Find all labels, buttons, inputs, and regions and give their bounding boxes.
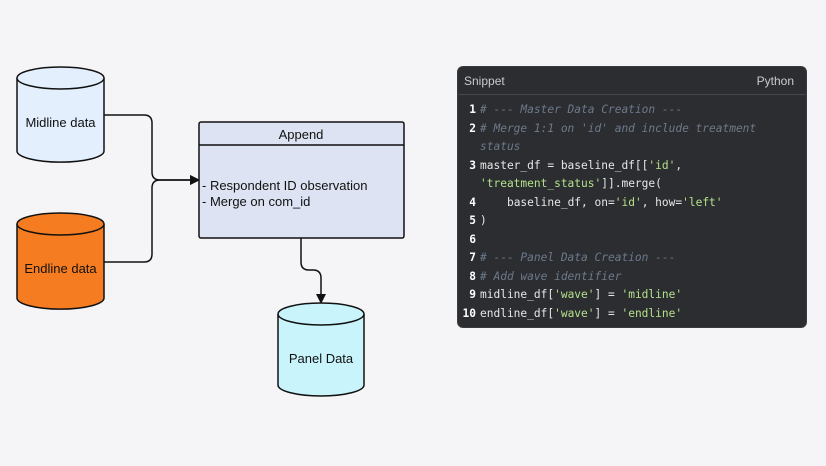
line-number: 5	[469, 214, 476, 227]
line-number: 7	[469, 251, 476, 264]
code-string: 'wave'	[554, 306, 595, 320]
code-comment: # Add wave identifier	[480, 269, 622, 283]
line-source: # --- Master Data Creation ---	[480, 101, 806, 120]
line-source: # Merge 1:1 on 'id' and include treatmen…	[480, 120, 806, 157]
line-source	[480, 231, 806, 250]
append-line-2: - Merge on com_id	[202, 194, 310, 209]
code-line: 7 # --- Panel Data Creation ---	[458, 249, 806, 268]
line-number: 6	[469, 232, 476, 246]
code-comment: # --- Master Data Creation ---	[480, 103, 683, 116]
code-line: 3 master_df = baseline_df[['id', 'treatme…	[458, 157, 806, 194]
code-text: ] =	[594, 306, 622, 320]
line-source: # --- Panel Data Creation ---	[480, 249, 806, 268]
edge-append-to-panel	[300, 238, 326, 304]
append-line-1: - Respondent ID observation	[202, 178, 367, 193]
code-line: 8 # Add wave identifier	[458, 268, 806, 287]
code-line: 1 # --- Master Data Creation ---	[458, 101, 806, 120]
code-text: master_df = baseline_df[[	[480, 158, 649, 172]
line-source: midline_df['wave'] = 'midline'	[480, 286, 806, 305]
line-number: 1	[469, 103, 476, 116]
panel-data-label: Panel Data	[289, 351, 354, 366]
endline-data-node[interactable]: Endline data	[16, 212, 105, 310]
code-string: 'endline'	[621, 306, 683, 320]
code-text: endline_df[	[480, 306, 555, 320]
line-source: )	[480, 212, 806, 231]
code-snippet-panel: Snippet Python 1 # --- Master Data Creati…	[457, 66, 807, 328]
line-number: 9	[469, 288, 476, 301]
midline-data-label: Midline data	[25, 115, 96, 130]
code-string: 'id'	[614, 195, 642, 209]
snippet-language: Python	[756, 73, 794, 88]
code-string: 'midline'	[621, 288, 683, 301]
code-text: midline_df[	[480, 288, 555, 301]
code-text: ]].merge(	[601, 177, 662, 190]
snippet-title: Snippet	[464, 73, 505, 88]
panel-data-node[interactable]: Panel Data	[277, 302, 365, 397]
code-line: 2 # Merge 1:1 on 'id' and include treatme…	[458, 120, 806, 157]
append-box	[198, 121, 405, 239]
code-block[interactable]: 1 # --- Master Data Creation --- 2 # Merge …	[458, 95, 806, 323]
line-number: 3	[469, 158, 476, 172]
code-string: 'treatment_status'	[480, 177, 602, 190]
code-text: ,	[675, 158, 689, 172]
code-comment: # --- Panel Data Creation ---	[480, 251, 676, 264]
endline-data-label: Endline data	[24, 261, 97, 276]
code-text: baseline_df, on=	[480, 195, 615, 209]
code-comment: # Merge 1:1 on 'id' and include treatmen…	[480, 121, 763, 154]
line-source: # Add wave identifier	[480, 268, 806, 287]
line-number: 4	[469, 195, 476, 209]
code-text: ] =	[594, 288, 622, 301]
line-number: 2	[469, 121, 476, 135]
code-string: 'left'	[682, 195, 723, 209]
edge-midline-to-append	[104, 114, 200, 185]
snippet-header: Snippet Python	[458, 67, 806, 95]
line-number: 10	[462, 306, 476, 320]
line-number: 8	[469, 269, 476, 283]
code-string: 'id'	[648, 158, 676, 172]
append-title: Append	[279, 127, 324, 142]
edge-endline-to-append	[104, 175, 200, 263]
append-node[interactable]: Append - Respondent ID observation - Mer…	[198, 121, 405, 239]
line-source: endline_df['wave'] = 'endline'	[480, 305, 806, 324]
code-text: , how=	[641, 195, 683, 209]
line-source: master_df = baseline_df[['id', 'treatmen…	[480, 157, 806, 194]
code-line: 5)	[458, 212, 806, 231]
code-line: 9 midline_df['wave'] = 'midline'	[458, 286, 806, 305]
midline-data-node[interactable]: Midline data	[16, 66, 105, 163]
code-text: )	[480, 214, 487, 227]
code-string: 'wave'	[554, 288, 595, 301]
code-line: 6	[458, 231, 806, 250]
code-line: 4 baseline_df, on='id', how='left'	[458, 194, 806, 213]
code-line: 10 endline_df['wave'] = 'endline'	[458, 305, 806, 324]
line-source: baseline_df, on='id', how='left'	[480, 194, 806, 213]
